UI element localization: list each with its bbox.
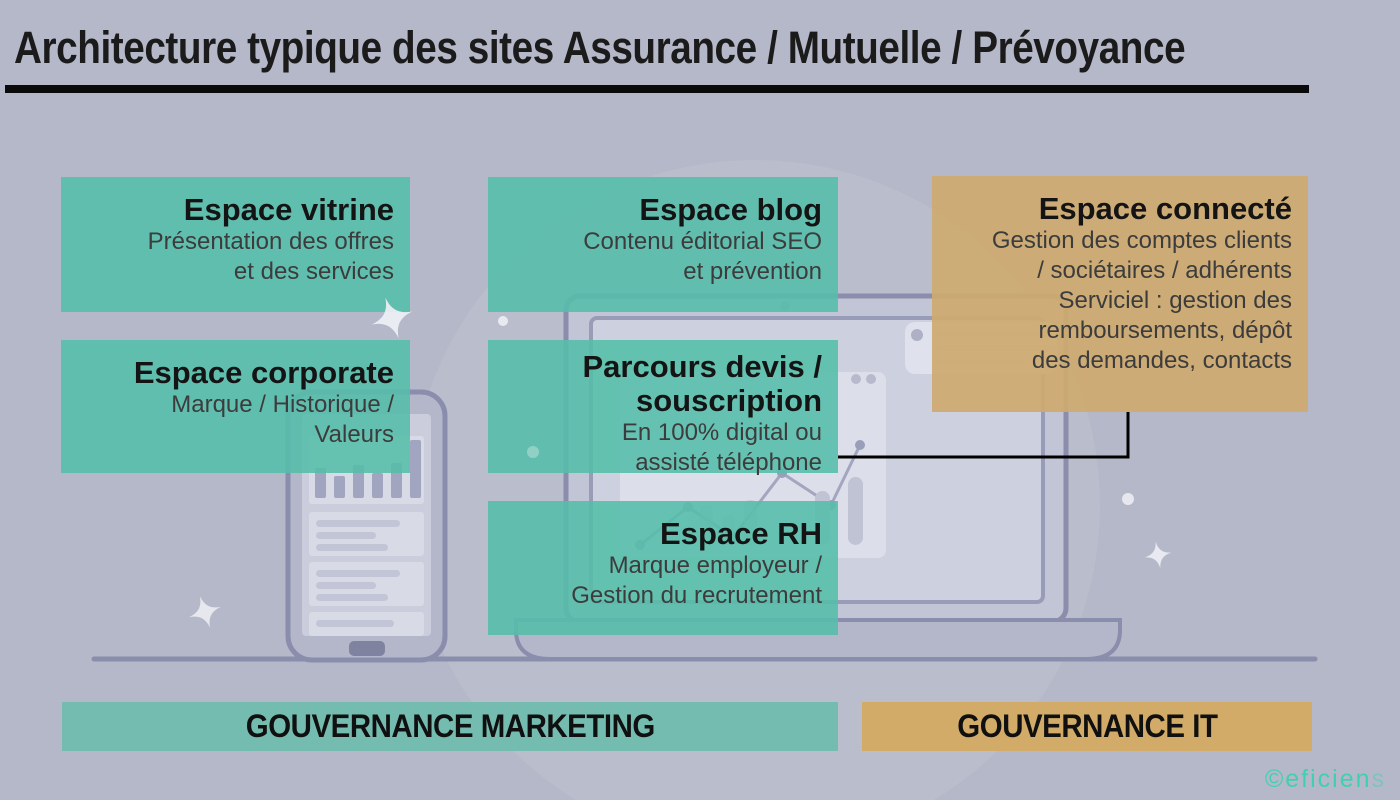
governance-marketing-label: GOUVERNANCE MARKETING — [245, 708, 655, 744]
box-subtitle-line: et des services — [233, 258, 394, 285]
box-subtitle-line: Gestion du recrutement — [571, 582, 822, 609]
box-title-line: souscription — [635, 383, 822, 418]
phone-home-button — [349, 641, 385, 656]
page-title: Architecture typique des sites Assurance… — [14, 22, 1186, 73]
box-subtitle-line: En 100% digital ou — [621, 419, 822, 446]
watermark-last-letter: s — [1371, 765, 1386, 793]
governance-it-bar: GOUVERNANCE IT — [862, 702, 1312, 751]
box-title: Espace connecté — [1038, 191, 1292, 226]
dot-decoration — [498, 316, 508, 326]
governance-marketing-bar: GOUVERNANCE MARKETING — [62, 702, 838, 751]
box-subtitle-line: Marque / Historique / — [171, 391, 394, 418]
box-title: Espace blog — [639, 192, 822, 227]
connector-line — [838, 412, 1130, 459]
sparkle-icon — [1144, 541, 1172, 569]
box-subtitle-line: et prévention — [683, 258, 822, 285]
box-espace-connecte: Espace connecté Gestion des comptes clie… — [932, 176, 1308, 412]
box-subtitle-line: / sociétaires / adhérents — [1037, 257, 1292, 284]
dot-decoration — [1122, 493, 1134, 505]
watermark-name: eficien — [1285, 765, 1372, 793]
box-title-line: Parcours devis / — [582, 349, 822, 384]
phone-text-cards — [309, 512, 424, 636]
box-subtitle-line: Marque employeur / — [608, 552, 822, 579]
watermark-eficiens: ©eficiens — [1265, 765, 1386, 794]
box-espace-vitrine: Espace vitrine Présentation des offres e… — [61, 177, 410, 312]
governance-it-label: GOUVERNANCE IT — [956, 708, 1218, 744]
box-subtitle-line: Valeurs — [314, 421, 394, 448]
box-subtitle-line: des demandes, contacts — [1031, 347, 1292, 374]
sparkle-icon — [189, 596, 221, 628]
box-subtitle-line: Présentation des offres — [147, 228, 394, 255]
box-title: Espace vitrine — [183, 192, 394, 227]
box-title: Espace corporate — [133, 355, 394, 390]
box-subtitle-line: remboursements, dépôt — [1038, 317, 1292, 344]
box-parcours-devis: Parcours devis / souscription En 100% di… — [488, 340, 838, 476]
box-subtitle-line: Gestion des comptes clients — [991, 227, 1292, 254]
box-title: Espace RH — [660, 516, 822, 551]
box-subtitle-line: Contenu éditorial SEO — [583, 228, 822, 255]
box-espace-blog: Espace blog Contenu éditorial SEO et pré… — [488, 177, 838, 312]
box-espace-rh: Espace RH Marque employeur / Gestion du … — [488, 501, 838, 635]
box-espace-corporate: Espace corporate Marque / Historique / V… — [61, 340, 410, 473]
title-underline — [5, 85, 1309, 93]
watermark-copyright: © — [1264, 765, 1286, 793]
box-subtitle-line: Serviciel : gestion des — [1058, 287, 1292, 314]
box-subtitle-line: assisté téléphone — [635, 449, 822, 476]
